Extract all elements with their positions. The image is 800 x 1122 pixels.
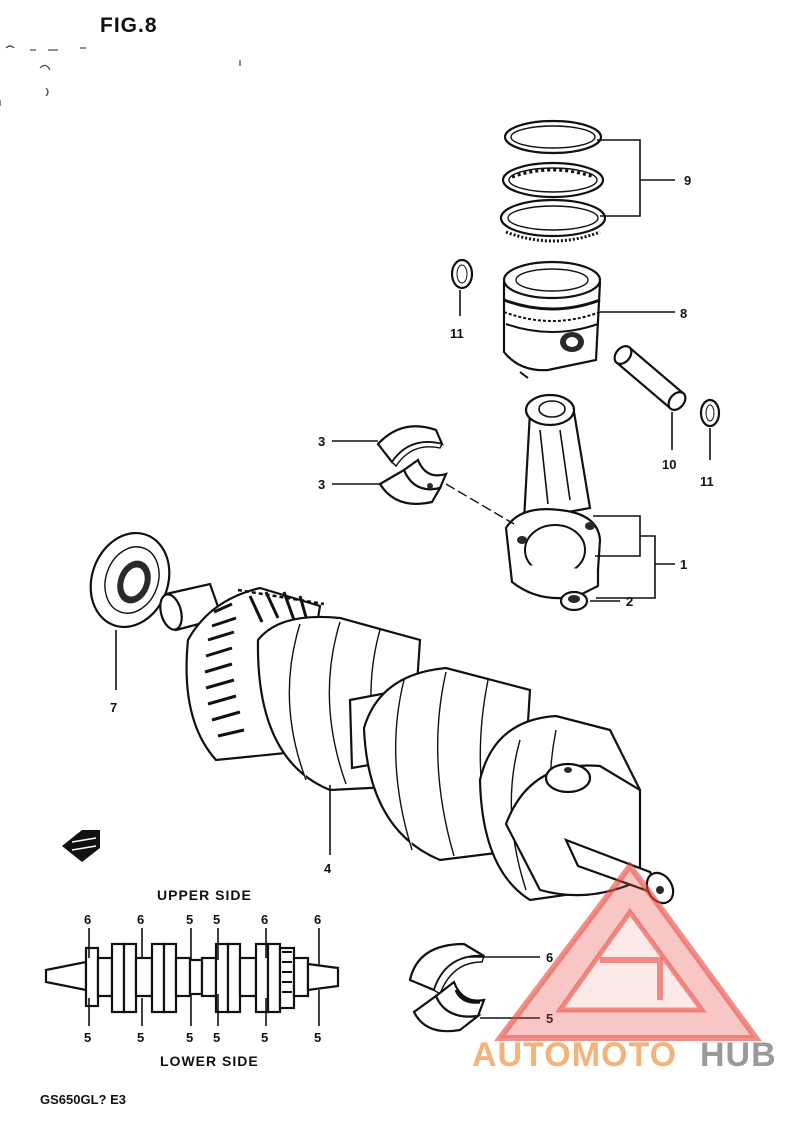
bearing-chart-crank (44, 942, 340, 1014)
callout-nut: 2 (626, 594, 633, 609)
piston-pin (613, 345, 687, 411)
lower-mark: 5 (186, 1030, 193, 1045)
upper-mark: 6 (137, 912, 144, 927)
watermark-logo (493, 860, 762, 1041)
crankshaft (159, 582, 675, 905)
oil-seal (89, 531, 171, 629)
callout-piston: 8 (680, 306, 687, 321)
callout-bearing-upper: 3 (318, 434, 325, 449)
callout-circlip-right: 11 (700, 474, 714, 489)
callout-main-bearing-lower: 5 (546, 1011, 553, 1026)
watermark-brand-a: AUTOMOTO (472, 1036, 677, 1074)
scan-specks (0, 45, 241, 106)
main-bearing-upper (408, 942, 485, 996)
upper-mark: 6 (261, 912, 268, 927)
lower-mark: 5 (213, 1030, 220, 1045)
bearing-chart-lower-marks: 5 5 5 5 5 5 (84, 1030, 321, 1045)
figure-title: FIG.8 (100, 14, 158, 37)
watermark-brand-b: HUB (700, 1036, 777, 1074)
rod-nut (559, 590, 589, 612)
callout-piston-rings: 9 (684, 173, 691, 188)
rod-assembly-bracket (596, 535, 656, 599)
callout-oil-seal: 7 (110, 700, 117, 715)
bearing-chart-upper-leaders (88, 928, 320, 966)
model-code: GS650GL? E3 (40, 1092, 126, 1107)
main-bearing-lower (412, 980, 486, 1033)
lower-mark: 5 (314, 1030, 321, 1045)
bearing-chart-upper-marks: 6 6 5 5 6 6 (84, 912, 321, 927)
lower-side-label: LOWER SIDE (160, 1053, 259, 1069)
callout-main-bearing-upper: 6 (546, 950, 553, 965)
conrod-bearing-upper (376, 425, 444, 468)
lower-mark: 5 (261, 1030, 268, 1045)
assembly-guide-line (445, 483, 515, 525)
front-arrow-icon (62, 830, 100, 862)
bearing-chart-lower-leaders (88, 990, 320, 1026)
callout-piston-pin: 10 (662, 457, 676, 472)
piston (502, 260, 602, 379)
upper-mark: 5 (186, 912, 193, 927)
callout-bearing-lower: 3 (318, 477, 325, 492)
piston-rings (499, 119, 607, 243)
upper-side-label: UPPER SIDE (157, 887, 252, 903)
connecting-rod (504, 393, 602, 600)
callout-crankshaft: 4 (324, 861, 332, 876)
callout-connecting-rod: 1 (680, 557, 687, 572)
callout-circlip-left: 11 (450, 326, 464, 341)
lower-mark: 5 (137, 1030, 144, 1045)
conrod-bearing-lower (378, 458, 448, 505)
rings-bracket (597, 139, 641, 217)
upper-mark: 5 (213, 912, 220, 927)
circlip-right (699, 398, 721, 428)
upper-mark: 6 (314, 912, 321, 927)
upper-mark: 6 (84, 912, 91, 927)
circlip-left (450, 258, 474, 290)
lower-mark: 5 (84, 1030, 91, 1045)
